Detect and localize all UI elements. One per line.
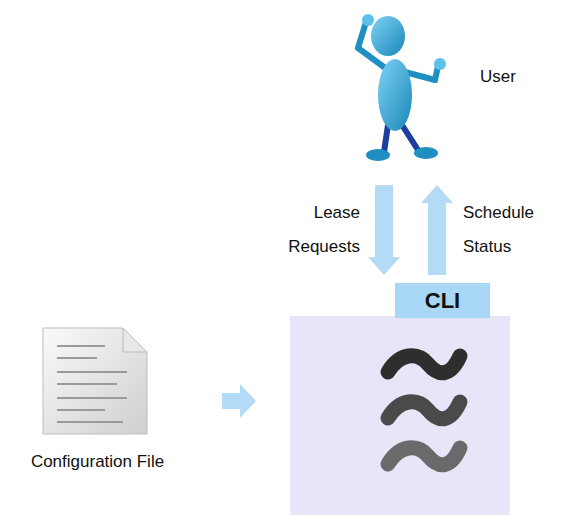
wave bbox=[388, 402, 460, 419]
haizea-waves bbox=[388, 356, 460, 465]
user-actor: User bbox=[345, 5, 520, 170]
flow-arrow bbox=[368, 185, 400, 275]
interface-label: CLI bbox=[425, 288, 460, 314]
wave bbox=[388, 356, 460, 373]
cli-tab: CLI bbox=[395, 283, 490, 318]
flow-arrow bbox=[421, 185, 453, 275]
config-file: Configuration File bbox=[15, 322, 180, 517]
file-label: Configuration File bbox=[15, 447, 180, 477]
edge-label: Schedule Status bbox=[463, 196, 553, 264]
user-figure bbox=[358, 14, 446, 161]
file-icon bbox=[35, 324, 155, 439]
engine-panel bbox=[290, 316, 510, 515]
actor-label: User bbox=[480, 67, 516, 87]
wave bbox=[388, 448, 460, 465]
input-arrow bbox=[222, 384, 256, 418]
edge-label: Lease Requests bbox=[270, 196, 360, 264]
